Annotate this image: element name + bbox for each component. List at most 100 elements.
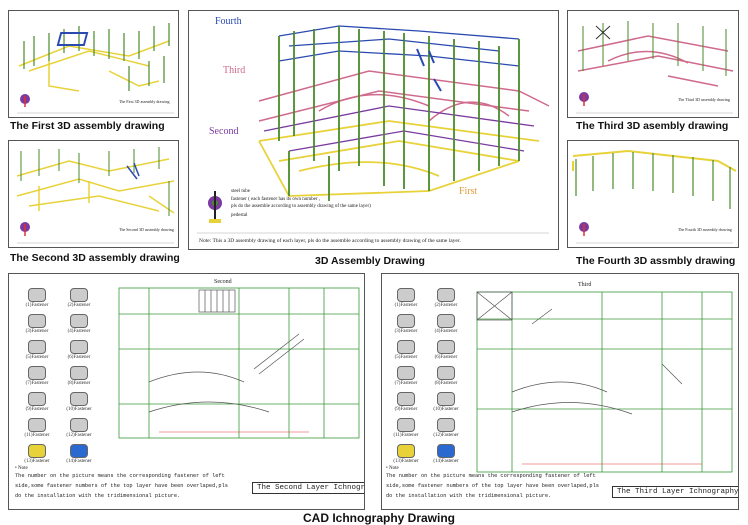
fastener-item: (7)Fastener xyxy=(17,366,57,386)
cad-third-drawing xyxy=(476,291,733,473)
fastener-8-icon xyxy=(70,366,88,380)
second-3d-drawing xyxy=(16,147,175,244)
fastener-item: (4)Fastener xyxy=(426,314,466,334)
cad-third-note-3: do the installation with the tridimensio… xyxy=(386,493,552,499)
fastener-item: (1)Fastener xyxy=(386,288,426,308)
caption-first: The First 3D assembly drawing xyxy=(10,120,165,132)
caption-fourth: The Fourth 3D assmbly drawing xyxy=(576,255,736,267)
fastener-item: (6)Fastener xyxy=(59,340,99,360)
fastener-10-icon xyxy=(437,392,455,406)
fastener-12-icon xyxy=(437,418,455,432)
fastener-item: (3)Fastener xyxy=(17,314,57,334)
second-3d-label: The Second 3D assembly drawing xyxy=(119,227,174,232)
center-3d-panel: Fourth Third Second First steel tube fas… xyxy=(188,10,559,250)
center-3d-drawing xyxy=(197,25,550,234)
cad-second-note-3: do the installation with the tridimensio… xyxy=(15,493,181,499)
fastener-14-icon xyxy=(70,444,88,458)
fastener-item: (5)Fastener xyxy=(386,340,426,360)
fastener-item: (9)Fastener xyxy=(386,392,426,412)
fastener-item: (1)Fastener xyxy=(17,288,57,308)
fastener-item: (5)Fastener xyxy=(17,340,57,360)
cad-second-title: The Second Layer Ichnography xyxy=(252,482,364,494)
fastener-3-icon xyxy=(28,314,46,328)
label-third: Third xyxy=(223,65,246,76)
fastener-13-icon xyxy=(397,444,415,458)
fourth-3d-panel: The Fourth 3D assembly drawing xyxy=(567,140,739,248)
fastener-item: (11)Fastener xyxy=(386,418,426,438)
fastener-item: (8)Fastener xyxy=(59,366,99,386)
fastener-item: (12)Fastener xyxy=(59,418,99,438)
first-3d-drawing xyxy=(17,23,174,114)
fastener-1-icon xyxy=(397,288,415,302)
fastener-6-icon xyxy=(437,340,455,354)
legend-steel: steel tube xyxy=(231,189,251,194)
fastener-item: (10)Fastener xyxy=(59,392,99,412)
legend-fastener-2: pls do the assemble according to assembl… xyxy=(231,204,371,209)
fastener-12-icon xyxy=(70,418,88,432)
first-3d-panel: The First 3D assembly drawing xyxy=(8,10,179,118)
cad-third-note-2: side,some fastener numbers of the top la… xyxy=(386,483,599,489)
fastener-2-icon xyxy=(437,288,455,302)
fastener-item: (10)Fastener xyxy=(426,392,466,412)
label-first: First xyxy=(459,186,478,197)
fastener-4-icon xyxy=(437,314,455,328)
fastener-11-icon xyxy=(397,418,415,432)
fastener-9-icon xyxy=(28,392,46,406)
fastener-9-icon xyxy=(397,392,415,406)
label-second: Second xyxy=(209,126,239,137)
fastener-item: (13)Fastener xyxy=(17,444,57,464)
fastener-item: (4)Fastener xyxy=(59,314,99,334)
cad-third-panel: Third (1)Fastener (2)Fastener (3)Fastene… xyxy=(381,273,739,510)
cad-third-note-1: The number on the picture means the corr… xyxy=(386,473,596,479)
cad-third-title: The Third Layer Ichnography xyxy=(612,486,738,498)
fastener-7-icon xyxy=(397,366,415,380)
second-3d-panel: The Second 3D assembly drawing xyxy=(8,140,179,248)
fastener-3-icon xyxy=(397,314,415,328)
caption-bottom: CAD Ichnography Drawing xyxy=(303,511,456,525)
center-note: Note: This a 3D assembly drawing of each… xyxy=(199,238,461,244)
fastener-item: (3)Fastener xyxy=(386,314,426,334)
cad-third-tag: Third xyxy=(578,282,592,288)
fastener-1-icon xyxy=(28,288,46,302)
fastener-item: (14)Fastener xyxy=(426,444,466,464)
first-3d-label: The First 3D assembly drawing xyxy=(119,99,170,104)
fastener-item: (14)Fastener xyxy=(59,444,99,464)
fastener-5-icon xyxy=(28,340,46,354)
fastener-14-icon xyxy=(437,444,455,458)
fastener-10-icon xyxy=(70,392,88,406)
fastener-item: (13)Fastener xyxy=(386,444,426,464)
legend-fastener: fastener ( each fastener has its own num… xyxy=(231,197,320,202)
fastener-item: (2)Fastener xyxy=(59,288,99,308)
fastener-2-icon xyxy=(70,288,88,302)
caption-second: The Second 3D assembly drawing xyxy=(10,252,180,264)
label-fourth: Fourth xyxy=(215,16,242,27)
fourth-3d-drawing xyxy=(572,149,737,244)
legend-pedestal: pedestal xyxy=(231,213,248,218)
cad-second-tag: Second xyxy=(214,279,232,285)
fastener-7-icon xyxy=(28,366,46,380)
fastener-item: (9)Fastener xyxy=(17,392,57,412)
fastener-item: (6)Fastener xyxy=(426,340,466,360)
fastener-11-icon xyxy=(28,418,46,432)
fastener-6-icon xyxy=(70,340,88,354)
fastener-13-icon xyxy=(28,444,46,458)
fastener-4-icon xyxy=(70,314,88,328)
fastener-8-icon xyxy=(437,366,455,380)
cad-second-panel: Second (1)Fastener (2)Fastener (3)Fasten… xyxy=(8,273,365,510)
cad-second-note-1: The number on the picture means the corr… xyxy=(15,473,225,479)
third-3d-drawing xyxy=(576,21,734,114)
fourth-3d-label: The Fourth 3D assembly drawing xyxy=(678,227,732,232)
cad-second-note-head: • Note xyxy=(15,466,28,471)
third-3d-panel: The Third 3D assembly drawing xyxy=(567,10,739,118)
fastener-item: (8)Fastener xyxy=(426,366,466,386)
caption-center: 3D Assembly Drawing xyxy=(315,255,425,267)
cad-third-note-head: • Note xyxy=(386,466,399,471)
fastener-item: (7)Fastener xyxy=(386,366,426,386)
fastener-item: (12)Fastener xyxy=(426,418,466,438)
third-3d-label: The Third 3D assembly drawing xyxy=(678,97,730,102)
fastener-item: (2)Fastener xyxy=(426,288,466,308)
cad-second-drawing xyxy=(118,287,360,439)
fastener-5-icon xyxy=(397,340,415,354)
fastener-item: (11)Fastener xyxy=(17,418,57,438)
cad-second-note-2: side,some fastener numbers of the top la… xyxy=(15,483,228,489)
